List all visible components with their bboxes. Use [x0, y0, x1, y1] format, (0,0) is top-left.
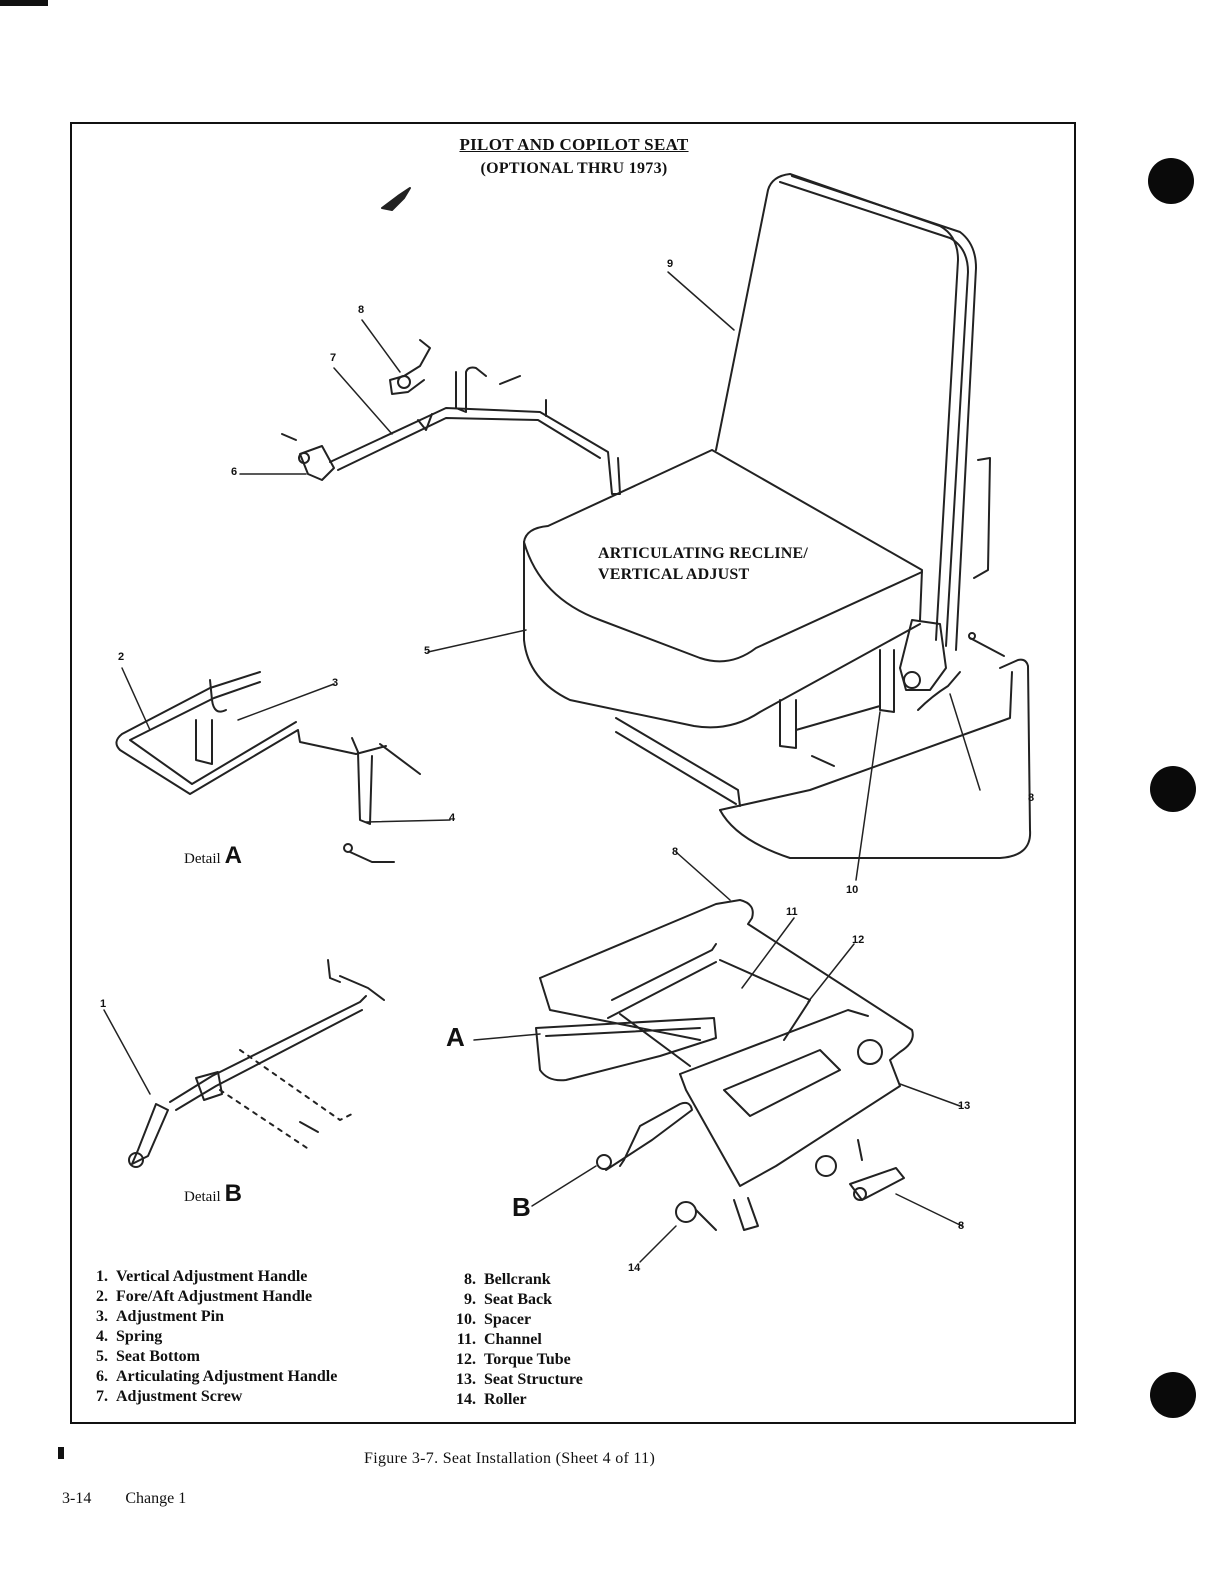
legend-item: 4.Spring — [96, 1328, 163, 1345]
legend-item: 11.Channel — [456, 1331, 542, 1348]
seat-bottom-drawing — [523, 449, 923, 729]
legend-right: 8.Bellcrank 9.Seat Back 10.Spacer 11.Cha… — [446, 1270, 583, 1410]
reference-letter-a: A — [446, 1022, 465, 1052]
figure-caption: Figure 3-7. Seat Installation (Sheet 4 o… — [364, 1450, 656, 1467]
callout-14: 14 — [628, 1262, 641, 1274]
legend-left: 1.Vertical Adjustment Handle 2.Fore/Aft … — [88, 1267, 337, 1407]
detail-b-letter: B — [224, 1180, 242, 1207]
binder-hole-top — [1148, 158, 1194, 204]
callout-12: 12 — [852, 934, 865, 946]
seat-back-drawing — [715, 173, 991, 651]
callout-2: 2 — [118, 651, 125, 663]
recline-label-line2: VERTICAL ADJUST — [598, 566, 750, 583]
legend-item: 6.Articulating Adjustment Handle — [96, 1368, 338, 1385]
binder-hole-middle — [1150, 766, 1196, 812]
change-bar-mark — [58, 1447, 64, 1459]
figure-subtitle: (OPTIONAL THRU 1973) — [480, 160, 668, 177]
seat-illustration — [103, 173, 1032, 1263]
seat-frame-drawing — [615, 619, 1032, 859]
callout-4: 4 — [449, 812, 456, 824]
legend-item: 2.Fore/Aft Adjustment Handle — [96, 1288, 313, 1305]
callout-9: 9 — [667, 258, 674, 270]
detail-a-letter: A — [224, 842, 242, 869]
recline-label: ARTICULATING RECLINE/ VERTICAL ADJUST — [598, 543, 808, 585]
callout-1: 1 — [100, 998, 107, 1010]
articulating-handle-drawing — [281, 339, 621, 495]
callout-8-mid: 8 — [672, 846, 679, 858]
leader-lines — [103, 271, 981, 1263]
legend-item: 13.Seat Structure — [456, 1371, 583, 1388]
legend-item: 7.Adjustment Screw — [96, 1388, 243, 1405]
change-number: Change 1 — [125, 1490, 187, 1507]
callout-11: 11 — [786, 906, 798, 918]
legend-item: 1.Vertical Adjustment Handle — [96, 1268, 308, 1285]
legend-item: 10.Spacer — [456, 1311, 532, 1328]
legend-item: 5.Seat Bottom — [96, 1348, 200, 1365]
reference-letter-b: B — [512, 1192, 531, 1222]
page-corner-mark — [0, 0, 48, 6]
seat-structure-drawing — [535, 899, 914, 1231]
callout-8-bottom: 8 — [958, 1220, 965, 1232]
page-footer: 3-14 Change 1 — [62, 1490, 186, 1508]
callout-13: 13 — [958, 1100, 971, 1112]
callout-7: 7 — [330, 352, 337, 364]
callout-10: 10 — [846, 884, 859, 896]
page-number: 3-14 — [62, 1490, 92, 1507]
detail-b-text: Detail — [184, 1189, 221, 1205]
callout-5: 5 — [424, 645, 431, 657]
binder-hole-bottom — [1150, 1372, 1196, 1418]
figure-frame — [70, 122, 1076, 1424]
callout-6: 6 — [231, 466, 238, 478]
pen-mark-icon — [381, 187, 411, 211]
legend-item: 14.Roller — [456, 1391, 527, 1408]
callout-8-top: 8 — [358, 304, 365, 316]
legend-item: 8.Bellcrank — [464, 1271, 551, 1288]
recline-label-line1: ARTICULATING RECLINE/ — [598, 545, 809, 562]
detail-b-drawing — [128, 959, 385, 1168]
legend-item: 3.Adjustment Pin — [96, 1308, 225, 1325]
detail-a-drawing — [115, 671, 421, 863]
callout-3: 3 — [332, 677, 339, 689]
legend-item: 9.Seat Back — [464, 1291, 552, 1308]
detail-a-text: Detail — [184, 851, 221, 867]
figure-title: PILOT AND COPILOT SEAT — [459, 135, 689, 154]
legend-item: 12.Torque Tube — [456, 1351, 571, 1368]
callout-8-right: 8 — [1028, 792, 1035, 804]
